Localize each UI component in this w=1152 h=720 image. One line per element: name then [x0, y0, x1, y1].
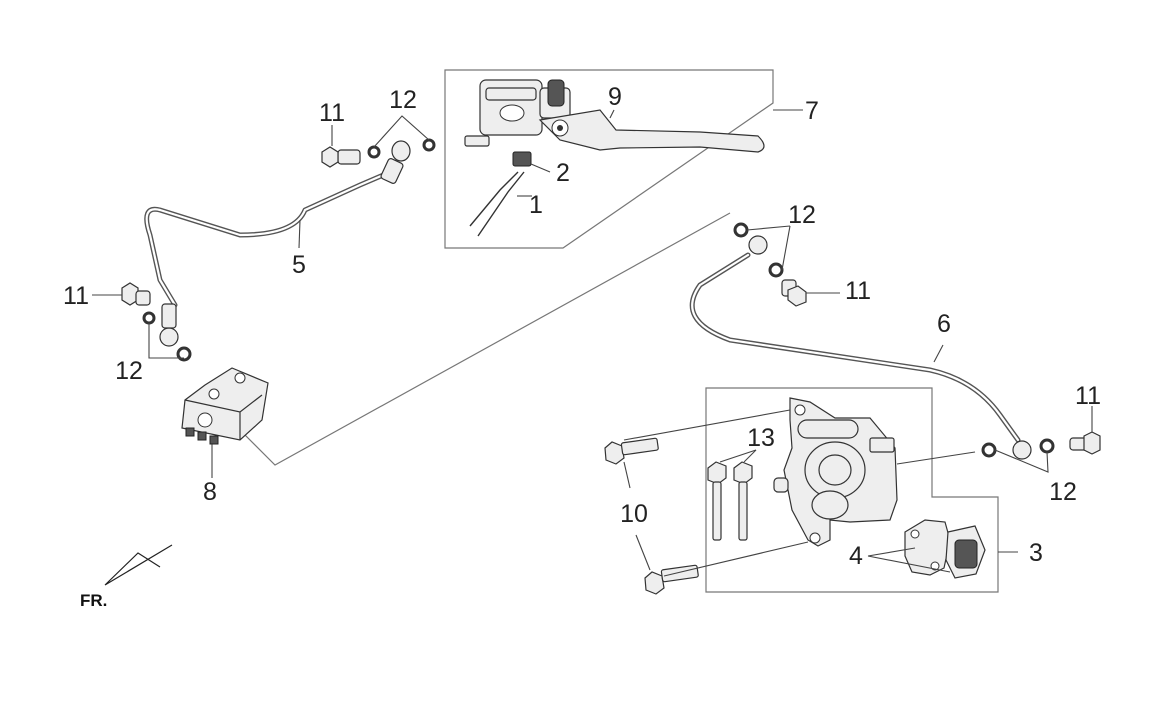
mounting-bolt-upper: [604, 437, 659, 465]
brake-caliper: [773, 397, 898, 547]
callout-number: 7: [805, 97, 819, 125]
callout-number: 3: [1029, 539, 1043, 567]
callout-number: 11: [1075, 382, 1101, 410]
banjo-fitting-lower: [159, 303, 179, 347]
callout-number: 11: [845, 277, 871, 305]
caliper-group-box: [705, 387, 999, 593]
pad-pin-left: [707, 461, 727, 541]
front-direction-arrow-icon: [104, 544, 173, 586]
callout-number: 11: [63, 282, 89, 310]
callout-number: 12: [115, 357, 143, 385]
callout-number: 11: [319, 99, 345, 127]
callout-number: 6: [937, 310, 951, 338]
master-cylinder: [464, 79, 571, 147]
sealing-washer: [733, 222, 749, 238]
sealing-washer: [1039, 438, 1055, 454]
sealing-washer: [768, 262, 784, 278]
brake-pad-right: [945, 525, 986, 579]
sealing-washer: [981, 442, 997, 458]
brake-hose-rear: [689, 252, 1021, 443]
banjo-bolt-2: [121, 282, 151, 306]
callout-number: 12: [788, 201, 816, 229]
banjo-bolt-3: [781, 279, 807, 307]
callout-number: 5: [292, 251, 306, 279]
banjo-bolt-4: [1069, 431, 1101, 455]
brake-pad-left: [904, 519, 951, 576]
sealing-washer: [367, 145, 381, 159]
sealing-washer: [422, 138, 436, 152]
leader-lines: [92, 109, 1093, 577]
callout-number: 12: [389, 86, 417, 114]
callout-number: 2: [556, 159, 570, 187]
callout-number: 4: [849, 542, 863, 570]
master-to-switch-leader: [239, 212, 731, 466]
callout-number: 8: [203, 478, 217, 506]
banjo-bolt-1: [321, 146, 361, 168]
callout-number: 12: [1049, 478, 1077, 506]
banjo-fitting-rear-lower: [1012, 440, 1032, 460]
master-cylinder-group-box: [444, 69, 774, 249]
brake-switch: [469, 151, 532, 237]
banjo-fitting-upper: [380, 140, 411, 184]
callout-number: 1: [529, 191, 543, 219]
callout-number: 9: [608, 83, 622, 111]
mounting-bolt-lower: [644, 564, 699, 595]
hydraulic-switch-block: [181, 367, 269, 474]
sealing-washer: [142, 311, 156, 325]
front-direction-label: FR.: [80, 591, 107, 610]
pad-pin-right: [733, 461, 753, 541]
sealing-washer: [176, 346, 192, 362]
brake-lever: [538, 109, 765, 153]
callout-number: 10: [620, 500, 648, 528]
banjo-fitting-rear-upper: [748, 235, 768, 255]
callout-number: 13: [747, 424, 775, 452]
brake-hose-front: [144, 167, 398, 308]
